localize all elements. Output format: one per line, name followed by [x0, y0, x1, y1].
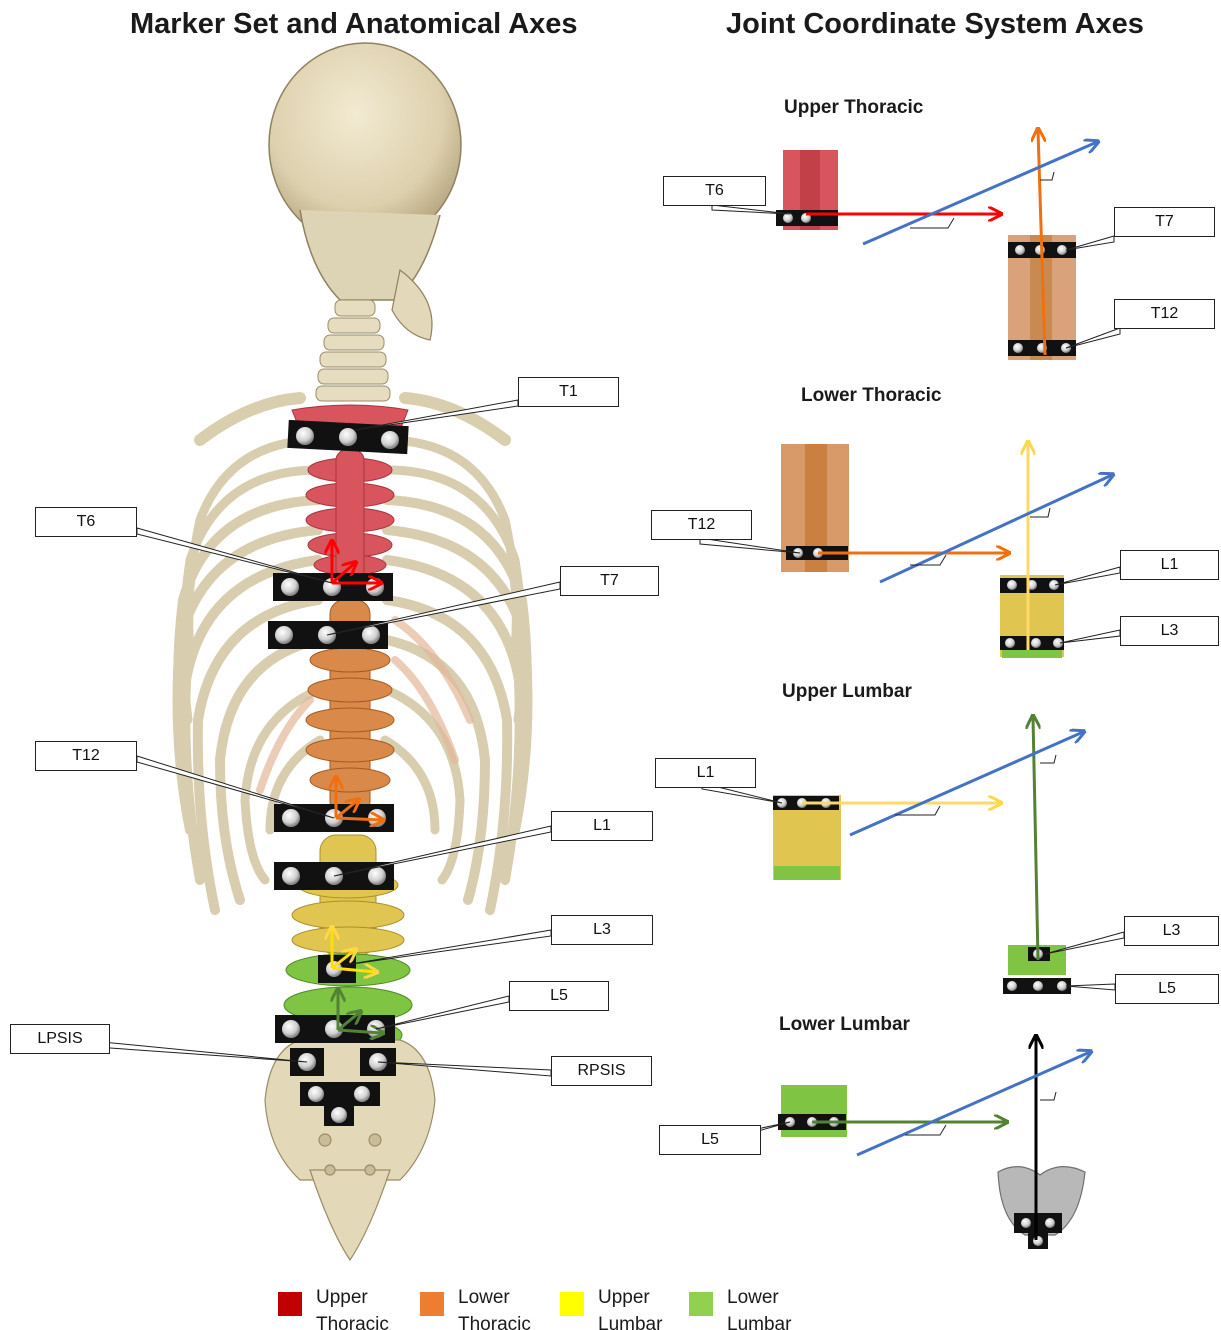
jcs-label-lt-l1: L1 [1120, 550, 1219, 580]
legend-item-upper-thoracic: Upper Thoracic [278, 1284, 389, 1330]
legend-line1: Lower [727, 1284, 791, 1311]
legend-item-lower-lumbar: Lower Lumbar [689, 1284, 791, 1330]
cervical-spine [316, 300, 390, 401]
jcs-label-ul-l5: L5 [1115, 974, 1219, 1004]
legend-line1: Upper [598, 1284, 662, 1311]
panel-upper-thoracic [776, 130, 1097, 360]
upper-lumbar-vertebrae [292, 835, 404, 955]
legend-line2: Thoracic [458, 1311, 531, 1330]
legend-swatch [278, 1292, 302, 1316]
legend-swatch [689, 1292, 713, 1316]
label-l1: L1 [551, 811, 653, 841]
jcs-label-lt-l3: L3 [1120, 616, 1219, 646]
legend-item-upper-lumbar: Upper Lumbar [560, 1284, 662, 1330]
label-t7: T7 [560, 566, 659, 596]
jcs-label-ul-l1: L1 [655, 758, 756, 788]
panel-upper-lumbar [773, 717, 1083, 994]
label-t12: T12 [35, 741, 137, 771]
jcs-label-ut-t7: T7 [1114, 207, 1215, 237]
jcs-label-lt-t12: T12 [651, 510, 752, 540]
label-l3: L3 [551, 915, 653, 945]
label-t1: T1 [518, 377, 619, 407]
panel-lower-lumbar [778, 1037, 1090, 1249]
jcs-label-ll-l5: L5 [659, 1125, 761, 1155]
jcs-label-ul-l3: L3 [1124, 916, 1219, 946]
legend-line2: Lumbar [727, 1311, 791, 1330]
jcs-label-ut-t12: T12 [1114, 299, 1215, 329]
legend-line1: Lower [458, 1284, 531, 1311]
subtitle-upper-thoracic: Upper Thoracic [784, 97, 923, 119]
label-t6: T6 [35, 507, 137, 537]
subtitle-lower-lumbar: Lower Lumbar [779, 1014, 910, 1036]
legend-line2: Thoracic [316, 1311, 389, 1330]
label-l5: L5 [509, 981, 609, 1011]
mandible [392, 270, 432, 340]
subtitle-lower-thoracic: Lower Thoracic [801, 385, 941, 407]
legend-line1: Upper [316, 1284, 389, 1311]
jcs-label-ut-t6: T6 [663, 176, 766, 206]
jcs-diagrams [700, 130, 1124, 1249]
legend-item-lower-thoracic: Lower Thoracic [420, 1284, 531, 1330]
label-rpsis: RPSIS [551, 1056, 652, 1086]
legend-swatch [420, 1292, 444, 1316]
skeleton [178, 43, 528, 1260]
subtitle-upper-lumbar: Upper Lumbar [782, 681, 912, 703]
label-lpsis: LPSIS [10, 1024, 110, 1054]
legend-line2: Lumbar [598, 1311, 662, 1330]
panel-lower-thoracic [781, 443, 1112, 658]
legend-swatch [560, 1292, 584, 1316]
